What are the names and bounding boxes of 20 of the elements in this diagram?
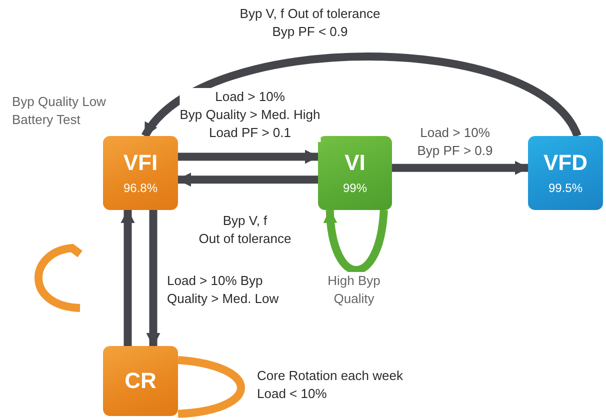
mode-box: [528, 136, 603, 210]
mode-name: VFD: [544, 151, 588, 175]
mode-box: [318, 136, 392, 210]
efficiency-value: 96.8%: [123, 181, 158, 195]
mode-box: [103, 346, 178, 416]
edge-label: Load > 10% Byp Quality > Med. High Load PF > 0.1: [180, 88, 320, 142]
edge-label: High Byp Quality: [328, 272, 380, 308]
arrow: [120, 209, 135, 346]
arrow: [142, 52, 581, 138]
arrow: [146, 210, 160, 347]
mode-name: VFI: [123, 151, 158, 175]
arrow: [177, 172, 318, 187]
arrow: [324, 209, 388, 274]
efficiency-value: 99%: [342, 181, 368, 195]
arrow: [178, 150, 319, 164]
efficiency-value: 99.5%: [548, 181, 583, 195]
arrow: [392, 160, 529, 175]
mode-name: CR: [124, 369, 156, 393]
mode-name: VI: [344, 151, 366, 175]
mode-box: [103, 136, 178, 210]
